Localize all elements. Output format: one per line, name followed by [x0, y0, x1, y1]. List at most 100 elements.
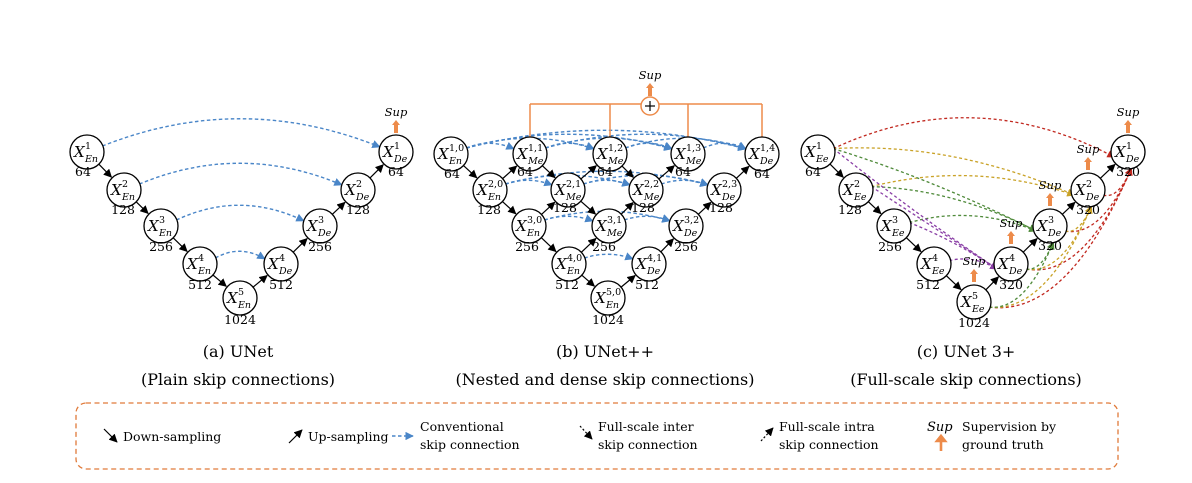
- node-channel-count: 320: [1038, 238, 1062, 253]
- down-arrow-icon: [103, 428, 118, 443]
- node-circle: [916, 246, 952, 282]
- up-arrow-icon: [288, 429, 303, 444]
- nested-skip-connection: [661, 178, 709, 187]
- node-label-superscript: 4: [1009, 253, 1015, 264]
- node-circle: [744, 136, 780, 172]
- conventional-skip-connection: [139, 162, 343, 186]
- node-channel-count: 256: [878, 239, 902, 254]
- full-scale-intra-skip: [1026, 241, 1055, 270]
- node-label-base: X: [632, 181, 645, 199]
- node-label-subscript: En: [84, 154, 98, 165]
- sup-label: Sup: [639, 68, 662, 82]
- node-channel-count: 128: [553, 200, 577, 215]
- node-label-superscript: 2,1: [566, 179, 581, 190]
- nested-skip-connection: [545, 133, 747, 151]
- nested-skip-connection: [583, 178, 631, 187]
- node-label-superscript: 3: [159, 215, 165, 226]
- nested-skip-connection: [625, 141, 673, 150]
- node-label-superscript: 5,0: [606, 287, 621, 298]
- down-sampling-edge: [867, 201, 882, 215]
- down-sampling-edge: [135, 201, 149, 215]
- node-label-subscript: De: [1085, 192, 1100, 203]
- node-circle: [511, 208, 547, 244]
- up-sampling-edge: [1099, 163, 1116, 179]
- node-circle: [1110, 134, 1146, 170]
- node-label-base: X: [437, 145, 450, 163]
- node-circle: [956, 284, 992, 320]
- up-sampling-edge: [580, 165, 597, 180]
- node-label-superscript: 1,0: [449, 143, 464, 154]
- down-sampling-edge: [829, 163, 844, 178]
- subcaption-unet: (Plain skip connections): [141, 370, 335, 389]
- node-label-subscript: En: [526, 228, 540, 239]
- node-circle: [876, 208, 912, 244]
- sup-label: Sup: [1000, 216, 1023, 230]
- legend-intra-skip: Full-scale intra skip connection: [760, 419, 879, 452]
- node-circle: [182, 246, 218, 282]
- up-sampling-edge: [658, 165, 675, 180]
- node-channel-count: 1024: [958, 315, 990, 330]
- node-channel-count: 256: [149, 239, 173, 254]
- supervision-arrow-head: [392, 120, 400, 125]
- node-label-superscript: 1: [1126, 141, 1132, 152]
- up-sampling-edge: [502, 165, 518, 180]
- node-label-base: X: [1074, 181, 1087, 199]
- nested-skip-connection: [544, 214, 594, 223]
- node-label-base: X: [555, 255, 568, 273]
- node-label-base: X: [1114, 143, 1127, 161]
- node-circle: [838, 172, 874, 208]
- node-label-subscript: En: [487, 192, 501, 203]
- legend-inter-line1: Full-scale inter: [598, 419, 694, 434]
- supervision-marker: Sup: [385, 105, 408, 133]
- up-sampling-edge: [369, 164, 384, 179]
- node-label-subscript: En: [605, 300, 619, 311]
- nested-skip-connection: [466, 141, 515, 150]
- node-label-subscript: Me: [685, 156, 702, 167]
- node-label-superscript: 1: [816, 141, 822, 152]
- legend-conventional-line2: skip connection: [420, 437, 520, 452]
- node-label-subscript: De: [1047, 228, 1062, 239]
- node-label-base: X: [147, 217, 160, 235]
- node-channel-count: 128: [709, 200, 733, 215]
- node-label-subscript: De: [355, 192, 370, 203]
- node-label-superscript: 2,2: [644, 179, 659, 190]
- up-sampling-edge: [735, 165, 750, 179]
- node-circle: [551, 246, 587, 282]
- node-label-superscript: 3,0: [527, 215, 542, 226]
- up-sampling-edge: [620, 201, 634, 215]
- down-sampling-edge: [621, 165, 634, 178]
- node-channel-count: 64: [597, 164, 613, 179]
- node-label-subscript: Ee: [815, 154, 829, 165]
- node-label-superscript: 1: [85, 141, 91, 152]
- node-circle: [591, 208, 627, 244]
- node-label-base: X: [635, 255, 648, 273]
- node-channel-count: 256: [515, 239, 539, 254]
- node-label-subscript: En: [121, 192, 135, 203]
- legend-sup-line2: ground truth: [962, 437, 1044, 452]
- node-channel-count: 512: [916, 277, 940, 292]
- node-label-superscript: 5: [972, 291, 978, 302]
- node-channel-count: 128: [477, 202, 501, 217]
- node-label-subscript: Me: [527, 156, 544, 167]
- up-sampling-edge: [697, 201, 712, 215]
- conventional-skip-connection: [176, 204, 305, 222]
- node-label-subscript: Ee: [931, 266, 945, 277]
- node-label-superscript: 1,2: [608, 143, 623, 154]
- legend-inter-line2: skip connection: [598, 437, 698, 452]
- sup-label: Sup: [963, 254, 986, 268]
- node-label-base: X: [595, 217, 608, 235]
- node-circle: [472, 172, 508, 208]
- legend-conventional-line1: Conventional: [420, 419, 504, 434]
